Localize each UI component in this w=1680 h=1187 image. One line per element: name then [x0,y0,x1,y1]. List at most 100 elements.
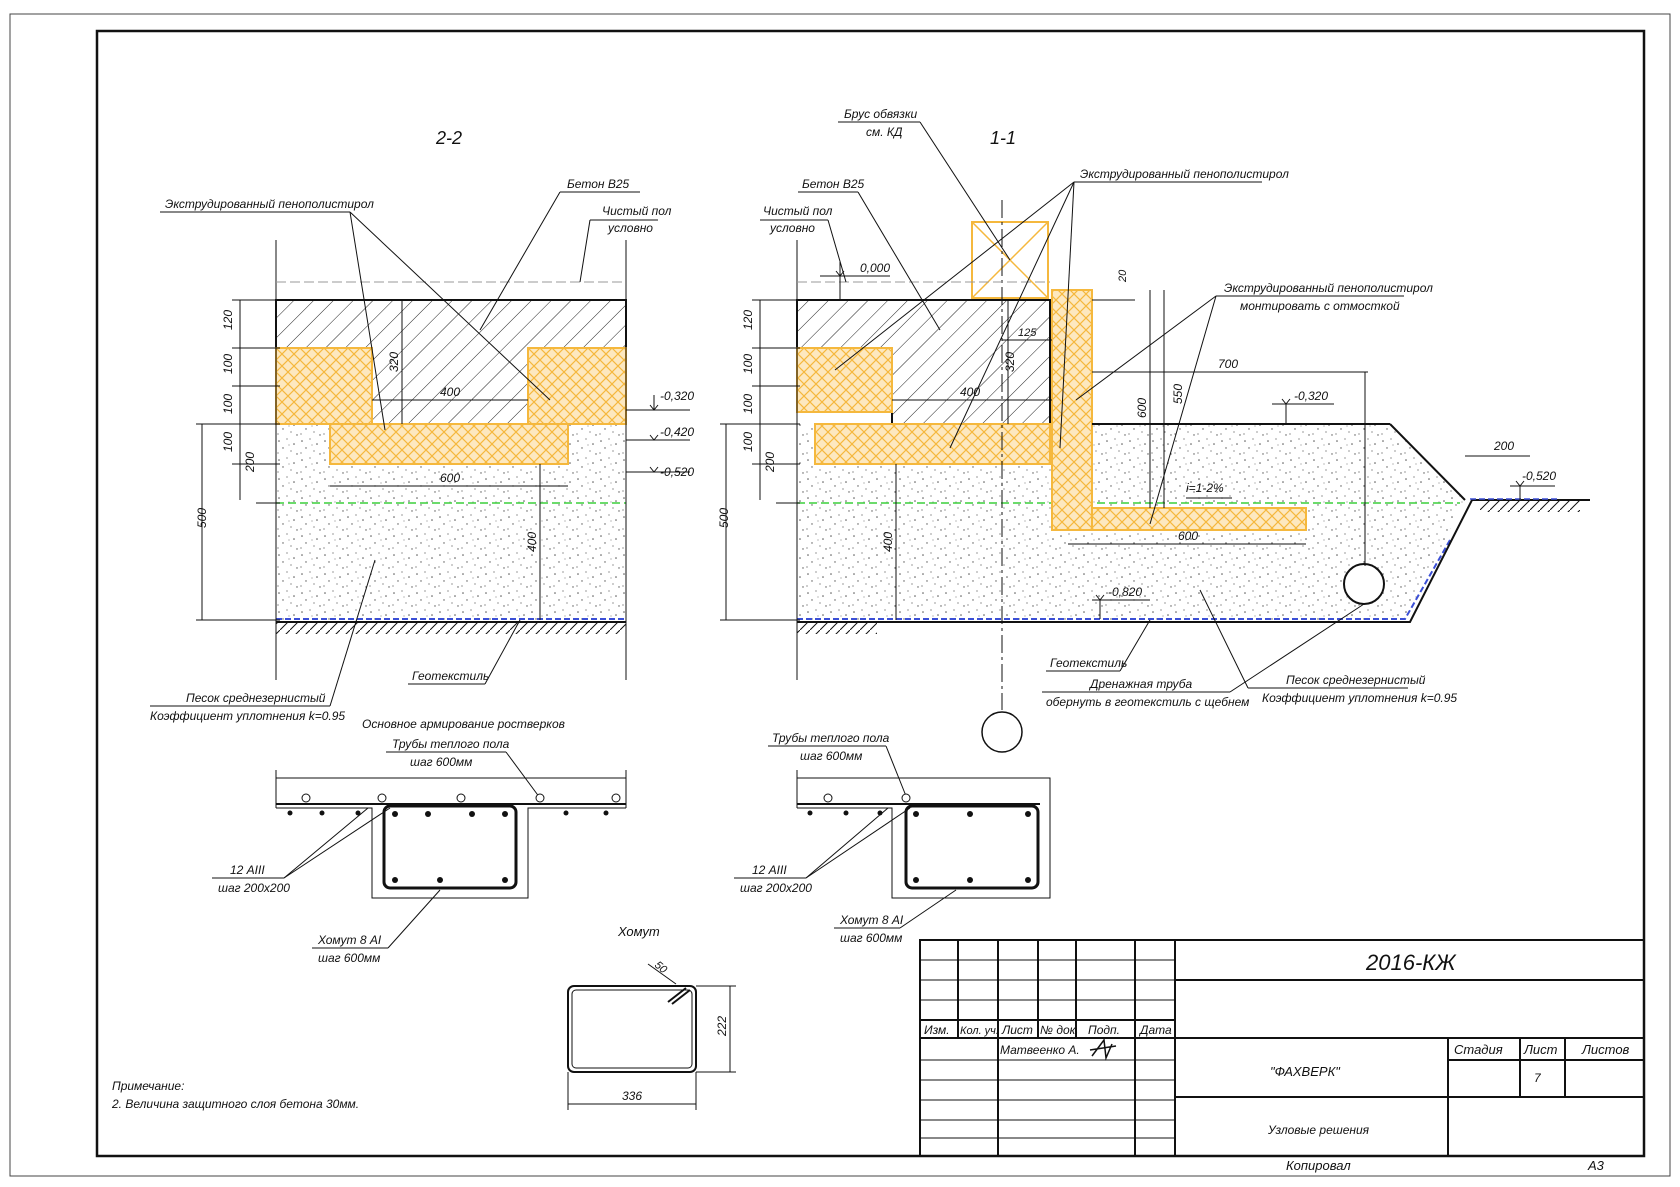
slope-edge [1389,423,1466,501]
axis-marker [981,711,1023,753]
label-floor-pipes: Трубы теплого пола [392,737,510,751]
label-eps-2: монтировать с отмосткой [1240,299,1400,313]
rebar-dots [807,810,1031,883]
dim-label: 320 [1003,352,1017,372]
dim-label: 400 [525,532,539,552]
leader-line [1119,619,1151,672]
dim-label: 500 [195,508,209,528]
label-beton: Бетон В25 [802,177,865,191]
leader-line [805,807,911,879]
dim-label: 100 [221,394,235,414]
rebar-detail-right: Трубы теплого пола шаг 600мм 12 АIII шаг… [734,731,1051,945]
leader-line [329,559,376,707]
label-eps-2: Экструдированный пенополистирол [1224,281,1433,295]
dim-label: 336 [622,1089,642,1103]
leader-line [387,889,441,949]
stage-label: Стадия [1454,1042,1503,1057]
label-floor-pipes-step: шаг 600мм [410,755,472,769]
project-code: 2016-КЖ [1365,950,1457,975]
level-mark: -0,320 [1294,389,1328,403]
leader-line [1199,589,1249,689]
leader-line [349,211,551,401]
leader-line [827,219,847,283]
sheet-number: 7 [1534,1071,1542,1085]
leader-line [1149,295,1217,525]
clamp-shape-inner [571,989,693,1069]
rebar-detail-left: Основное армирование ростверков Трубы те… [212,717,627,965]
leader-line [885,745,907,797]
dim-label: 320 [387,352,401,372]
level-mark: -0,320 [660,389,694,403]
leader-line [805,807,889,879]
level-mark: -0,520 [660,465,694,479]
slab-outline [275,770,627,899]
sheet-name: Узловые решения [1267,1123,1370,1137]
insulation-left [275,347,373,425]
section-2-2-title: 2-2 [435,128,462,148]
drain-pipe [1343,563,1385,605]
label-geotextile: Геотекстиль [412,669,489,683]
label-floor: условно [607,221,653,235]
floor-pipes [301,793,621,803]
format-label: А3 [1587,1158,1605,1173]
section-1-1: 1-1 [717,107,1590,753]
signature [1089,1038,1117,1061]
dim-label: 400 [960,385,980,399]
insulation-right [527,347,627,425]
leader-line [349,211,386,431]
leader-line [1075,295,1217,401]
dim-label: 100 [741,432,755,452]
dim-label: 20 [1117,269,1129,283]
dim-label: 120 [221,310,235,330]
section-1-1-title: 1-1 [990,128,1016,148]
label-floor: условно [769,221,815,235]
dim-label: 120 [741,310,755,330]
clamp-detail: Хомут 336 222 50 [567,924,736,1110]
company-name: "ФАХВЕРК" [1270,1064,1341,1079]
ground-hatch [1480,500,1580,512]
dim-label: 222 [715,1016,729,1037]
label-drain-pipe: Дренажная труба [1088,677,1193,691]
label-floor: Чистый пол [602,204,672,218]
dim-label: 400 [881,532,895,552]
dim-label: 600 [1178,529,1198,543]
sheet-label: Лист [1523,1042,1558,1057]
note: Примечание: 2. Величина защитного слоя б… [111,1079,359,1111]
dim-label: 700 [1218,357,1238,371]
leader-line [1229,603,1365,693]
header-kol: Кол. уч. [960,1025,999,1037]
label-bar: 12 АIII [230,863,265,877]
leader-line [899,889,957,929]
label-sand: Коэффициент уплотнения k=0.95 [1262,691,1457,705]
label-sand: Коэффициент уплотнения k=0.95 [150,709,345,723]
title-block [919,939,1645,1157]
label-clamp: Хомут 8 АI [839,913,904,927]
copied-label: Копировал [1286,1158,1351,1173]
header-sign: Подп. [1088,1023,1120,1037]
clamp-shape [567,985,697,1073]
note-title: Примечание: [112,1079,184,1093]
leader-line [484,619,521,685]
dim-label: 125 [1018,327,1037,339]
label-brus: см. КД [866,125,903,139]
label-floor-pipes-step: шаг 600мм [800,749,862,763]
slab-outline [796,770,1051,899]
label-drain-pipe: обернуть в геотекстиль с щебнем [1046,695,1249,709]
stirrup [382,804,518,890]
label-clamp-step: шаг 600мм [840,931,902,945]
label-floor-pipes: Трубы теплого пола [772,731,890,745]
dim-label: 200 [1493,439,1514,453]
insulation-bottom [814,423,1051,465]
header-izm: Изм. [924,1023,950,1037]
label-bar-step: шаг 200х200 [740,881,812,895]
dim-label: 100 [221,432,235,452]
label-eps: Экструдированный пенополистирол [1080,167,1289,181]
dim-label: 100 [741,354,755,374]
level-mark: -0,420 [660,425,694,439]
clamp-title: Хомут [617,924,660,939]
leader-line [949,181,1075,449]
leader-line [857,191,941,331]
leader-line [579,219,591,283]
dim-label: 200 [243,452,257,473]
header-doc: № док. [1040,1023,1079,1037]
